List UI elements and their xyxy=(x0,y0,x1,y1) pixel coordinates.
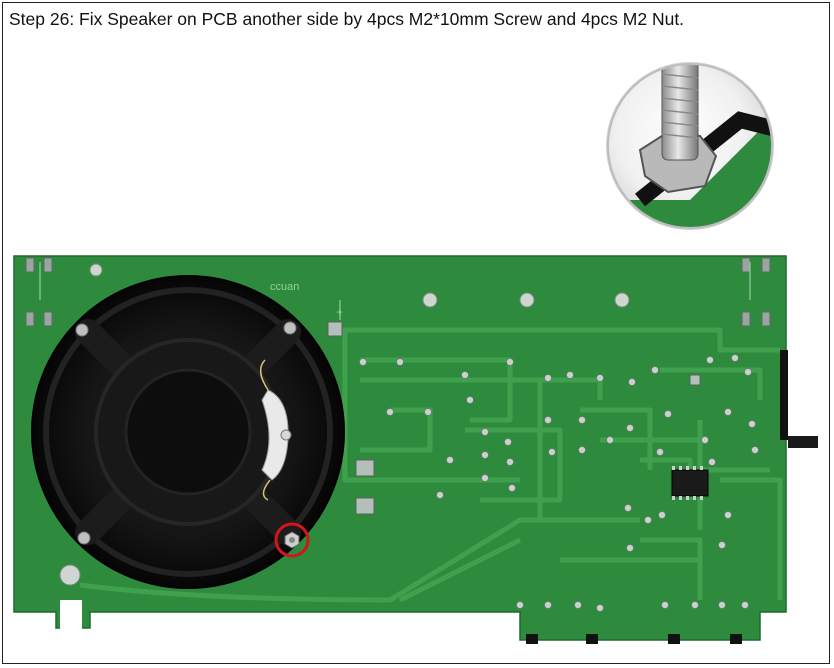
mounting-holes xyxy=(59,263,630,586)
square-pads xyxy=(327,321,701,515)
highlighted-nut xyxy=(274,522,310,558)
bottom-pins xyxy=(526,634,742,644)
side-switch xyxy=(780,350,818,448)
ic-chip xyxy=(671,466,709,500)
screw-inset xyxy=(606,62,774,230)
silkscreen-lines xyxy=(39,262,751,320)
solder-pads xyxy=(359,354,759,612)
corner-pads xyxy=(25,257,771,327)
plus-mark: + xyxy=(336,305,343,319)
step-title: Step 26: Fix Speaker on PCB another side… xyxy=(9,9,685,29)
silkscreen-text: ccuan xyxy=(270,281,299,293)
